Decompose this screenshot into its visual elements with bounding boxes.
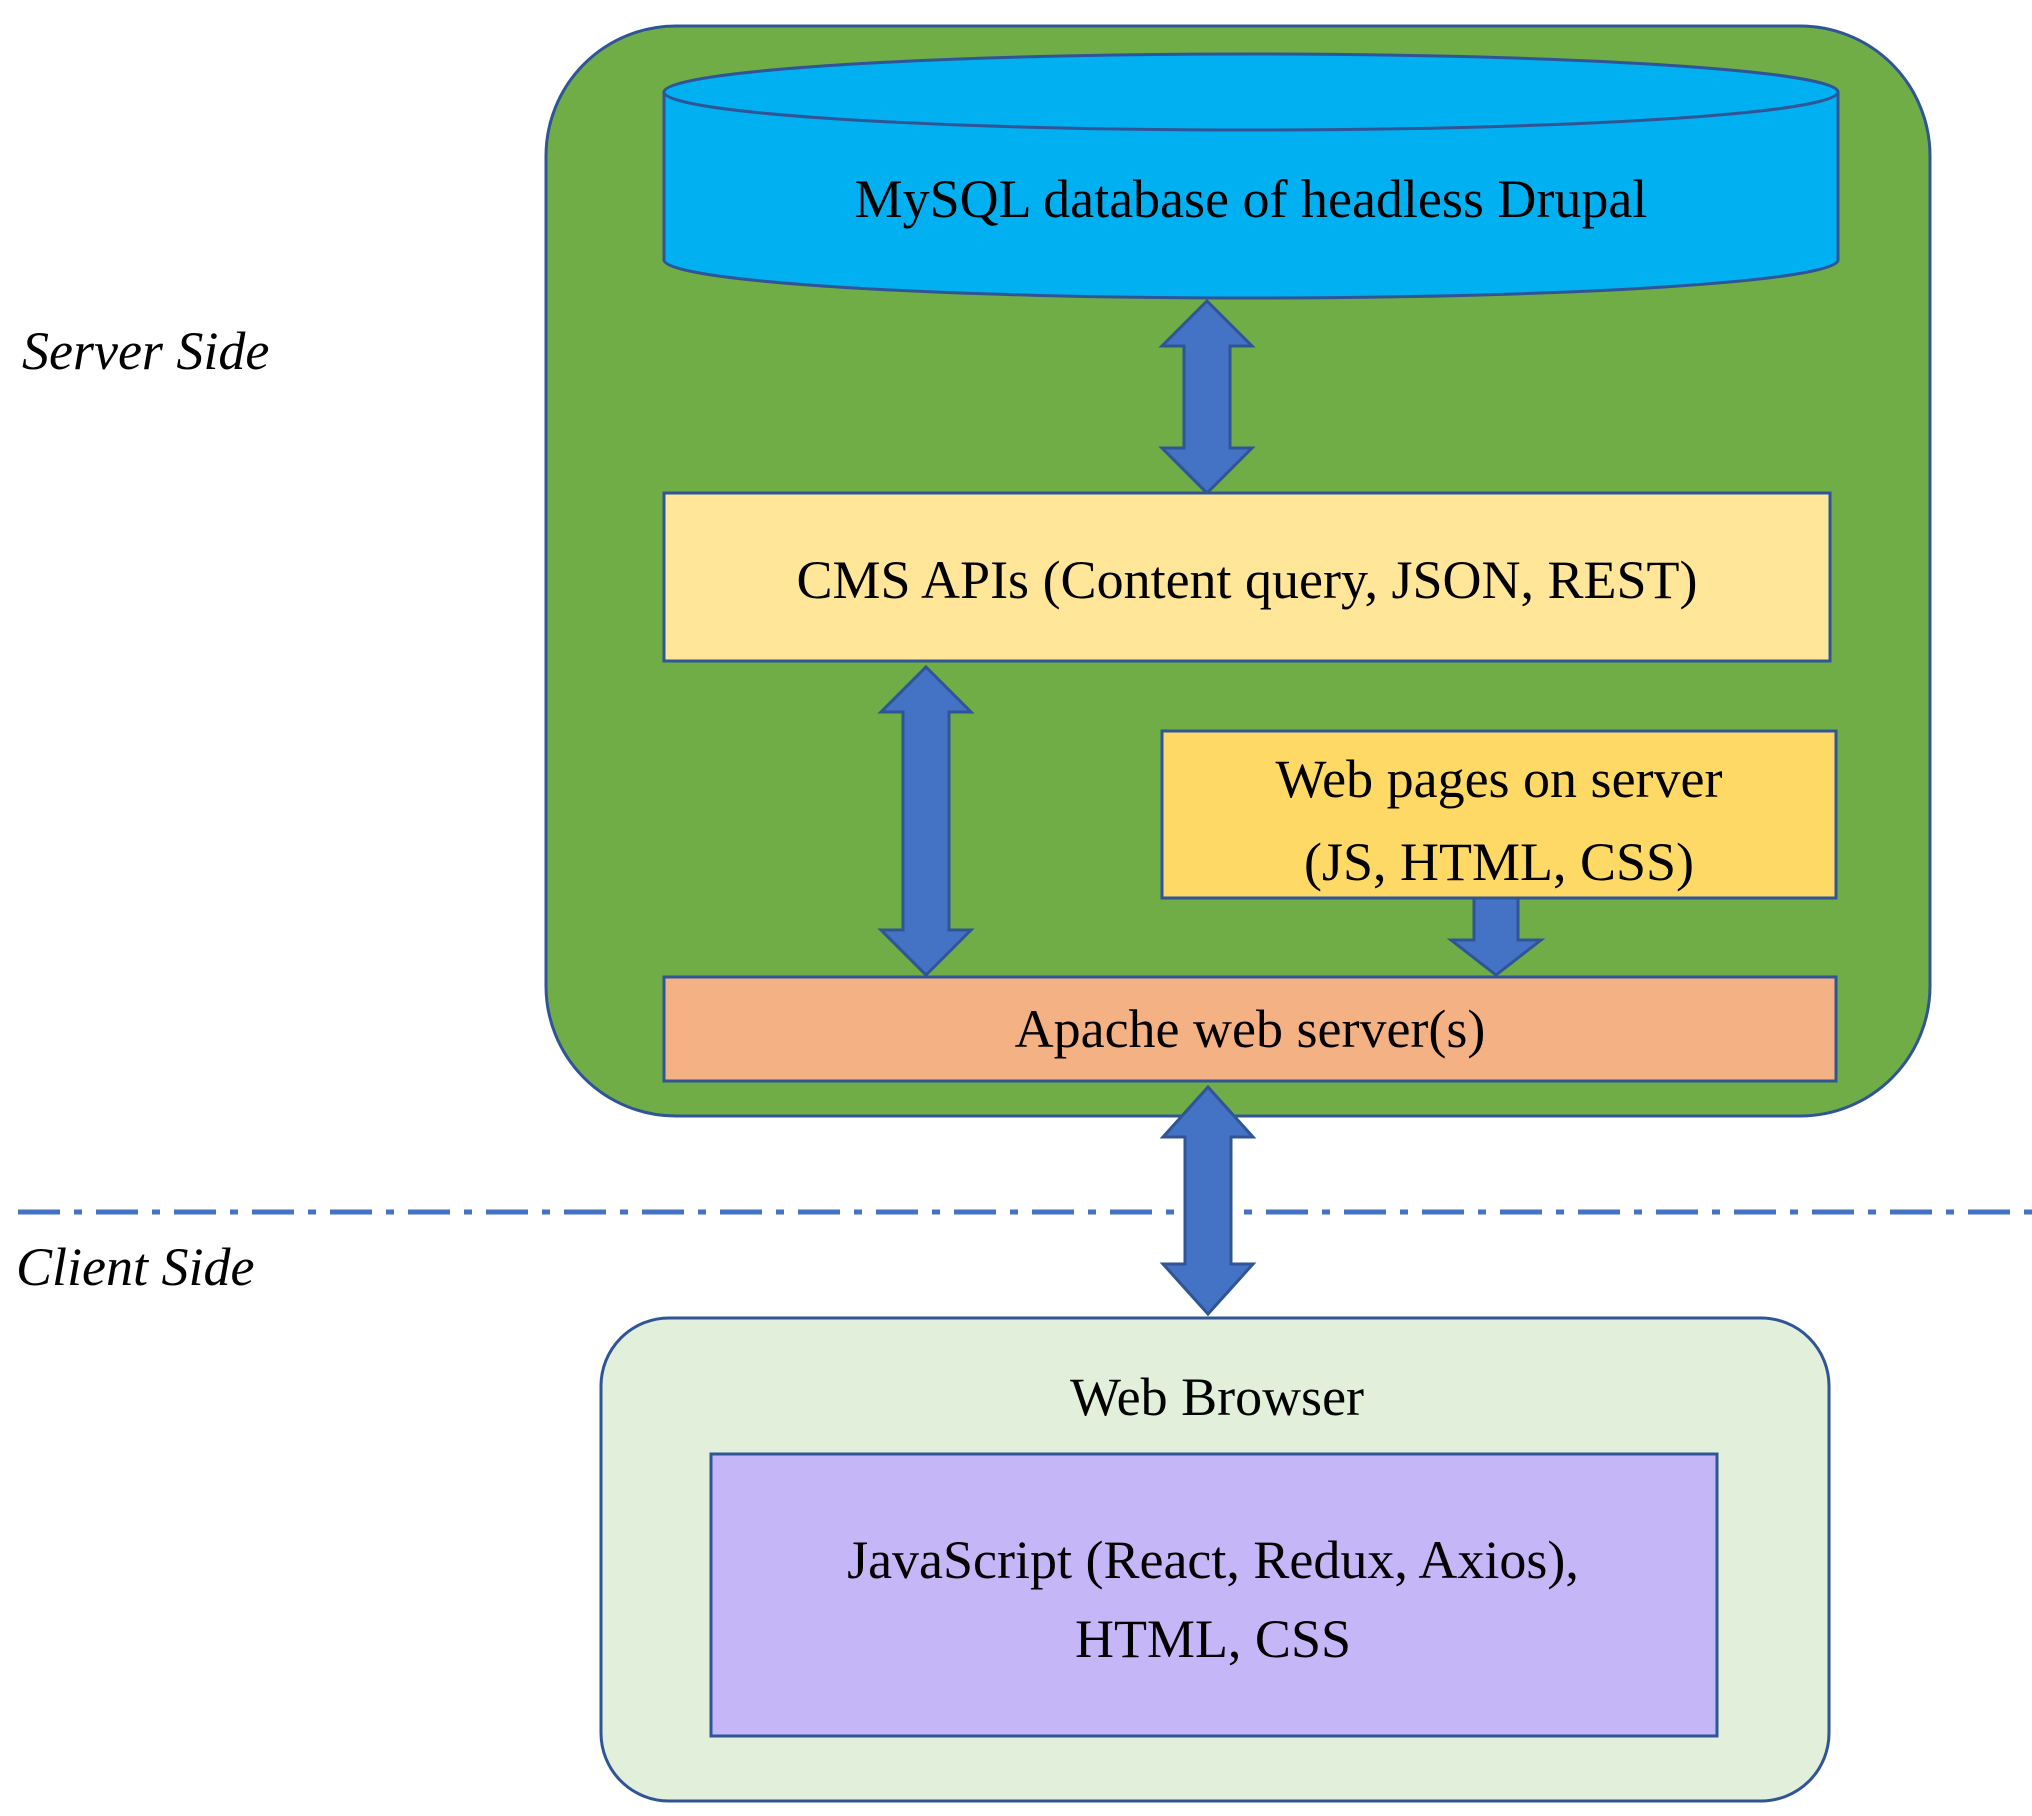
javascript-box — [709, 1452, 1719, 1738]
web-browser-title: Web Browser — [1070, 1367, 1364, 1427]
server-side-label: Server Side — [22, 321, 269, 381]
web-pages-label-line2: (JS, HTML, CSS) — [1304, 832, 1694, 892]
cms-apis-label: CMS APIs (Content query, JSON, REST) — [796, 550, 1697, 610]
apache-label: Apache web server(s) — [1015, 999, 1486, 1059]
web-pages-node: Web pages on server (JS, HTML, CSS) — [1160, 729, 1838, 900]
web-browser-node: Web Browser JavaScript (React, Redux, Ax… — [599, 1316, 1831, 1803]
mysql-database-node: MySQL database of headless Drupal — [662, 52, 1840, 300]
apache-browser-double-arrow — [1159, 1084, 1257, 1317]
webpages-apache-arrow — [1446, 896, 1546, 977]
web-pages-label-line1: Web pages on server — [1276, 749, 1723, 809]
client-side-label: Client Side — [16, 1237, 254, 1297]
web-pages-box — [1160, 729, 1838, 900]
cms-apache-double-arrow — [877, 664, 975, 978]
apache-box — [662, 975, 1838, 1083]
cms-apis-node: CMS APIs (Content query, JSON, REST) — [662, 491, 1832, 663]
cms-apis-box — [662, 491, 1832, 663]
javascript-label-line2: HTML, CSS — [1075, 1609, 1351, 1669]
database-cylinder-top — [662, 52, 1840, 132]
javascript-label-line1: JavaScript (React, Redux, Axios), — [847, 1530, 1579, 1590]
database-cylinder-body — [662, 92, 1840, 300]
database-label: MySQL database of headless Drupal — [855, 169, 1648, 229]
apache-node: Apache web server(s) — [662, 975, 1838, 1083]
